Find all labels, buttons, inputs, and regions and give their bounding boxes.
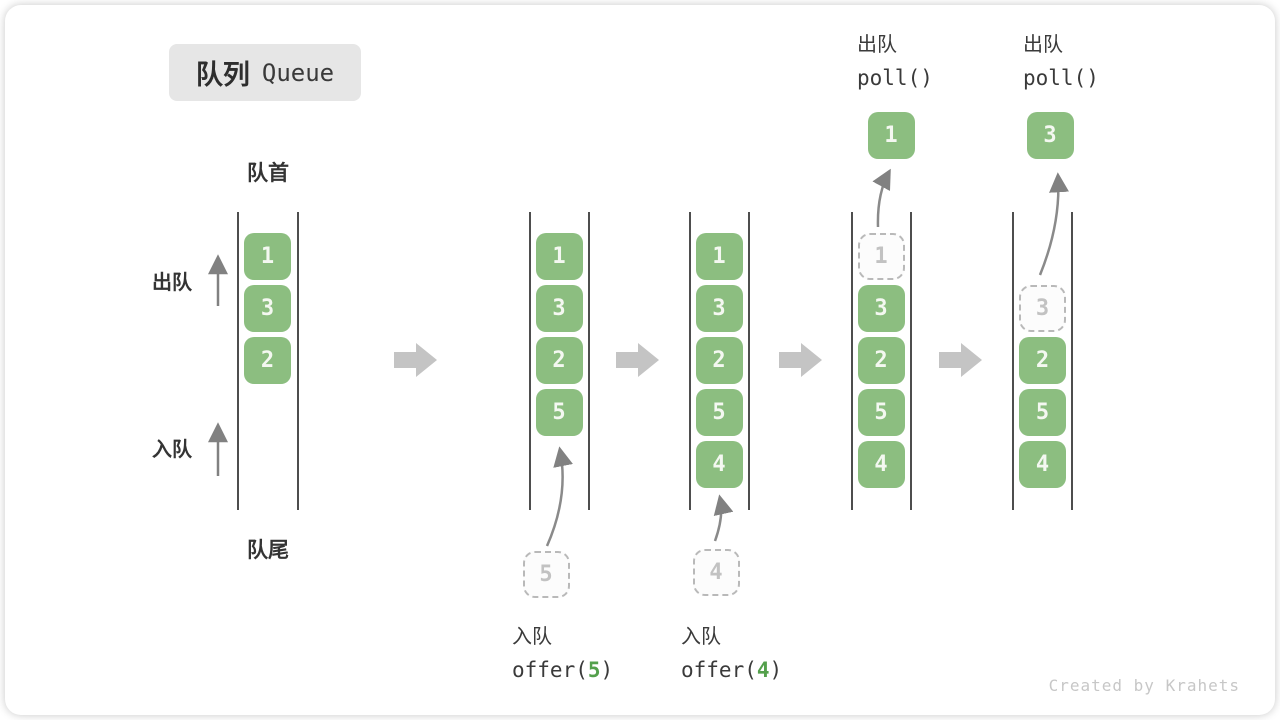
queue-item-1: 1: [867, 112, 915, 159]
queue-item-2: 2: [244, 337, 291, 384]
queue-wall-right: [1071, 212, 1073, 510]
queue-item-5-ghost: 5: [522, 551, 570, 598]
queue-item-5: 5: [535, 389, 583, 436]
queue-item-1: 1: [695, 233, 743, 280]
queue-item-3: 3: [857, 285, 905, 332]
queue-item-1: 1: [244, 233, 291, 280]
queue-item-4: 4: [857, 441, 905, 488]
queue-item-2: 2: [857, 337, 905, 384]
poll-caption-2: 出队 poll(): [1023, 28, 1099, 90]
queue-item-3: 3: [244, 285, 291, 332]
queue-rear-label: 队尾: [247, 539, 289, 562]
queue-item-4-ghost: 4: [692, 549, 740, 596]
offer-5-code-post: ): [600, 658, 614, 682]
queue-wall-left: [529, 212, 531, 510]
title-badge: 队列 Queue: [169, 44, 361, 101]
offer-4-code-pre: offer(: [681, 658, 757, 682]
offer-caption-5: 入队 offer(5): [512, 620, 613, 682]
queue-wall-right: [910, 212, 912, 510]
queue-wall-right: [588, 212, 590, 510]
queue-front-label: 队首: [247, 162, 289, 185]
poll-caption-1: 出队 poll(): [857, 28, 933, 90]
credit-text: Created by Krahets: [1048, 676, 1240, 695]
queue-wall-right: [748, 212, 750, 510]
queue-item-1: 1: [535, 233, 583, 280]
title-en-label: Queue: [261, 58, 335, 87]
offer-4-arg: 4: [756, 658, 770, 682]
queue-wall-left: [1012, 212, 1014, 510]
offer-4-code-post: ): [769, 658, 783, 682]
queue-wall-left: [237, 212, 239, 510]
poll-caption-1-label: 出队: [857, 34, 897, 56]
diagram-canvas: [5, 5, 1275, 715]
title-zh-label: 队列: [195, 60, 250, 90]
offer-caption-5-code: offer(5): [512, 658, 613, 682]
queue-item-3: 3: [1026, 112, 1074, 159]
offer-caption-5-label: 入队: [512, 626, 552, 648]
poll-caption-2-label: 出队: [1023, 34, 1063, 56]
queue-item-5: 5: [857, 389, 905, 436]
dequeue-side-label: 出队: [152, 272, 192, 294]
queue-item-2: 2: [1019, 337, 1066, 384]
queue-wall-right: [297, 212, 299, 510]
queue-item-5: 5: [1019, 389, 1066, 436]
enqueue-side-label: 入队: [152, 439, 192, 461]
queue-item-5: 5: [695, 389, 743, 436]
queue-item-1-ghost: 1: [857, 233, 905, 280]
queue-item-3: 3: [695, 285, 743, 332]
queue-item-4: 4: [695, 441, 743, 488]
queue-wall-left: [689, 212, 691, 510]
offer-caption-4-label: 入队: [681, 626, 721, 648]
queue-wall-left: [851, 212, 853, 510]
queue-item-2: 2: [695, 337, 743, 384]
offer-5-code-pre: offer(: [512, 658, 588, 682]
offer-5-arg: 5: [587, 658, 601, 682]
offer-caption-4: 入队 offer(4): [681, 620, 782, 682]
poll-caption-2-code: poll(): [1023, 66, 1099, 90]
queue-item-4: 4: [1019, 441, 1066, 488]
queue-item-3-ghost: 3: [1019, 285, 1066, 332]
queue-item-3: 3: [535, 285, 583, 332]
offer-caption-4-code: offer(4): [681, 658, 782, 682]
queue-item-2: 2: [535, 337, 583, 384]
poll-caption-1-code: poll(): [857, 66, 933, 90]
